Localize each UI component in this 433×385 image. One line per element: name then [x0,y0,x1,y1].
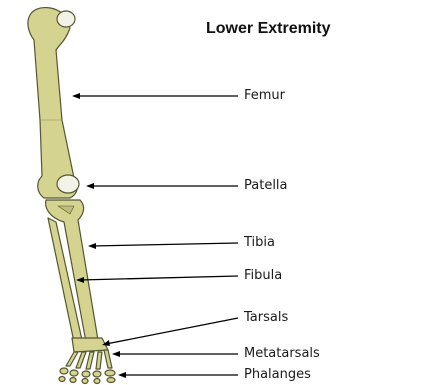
femur-bone [28,8,78,198]
label-tibia: Tibia [244,235,275,251]
tibia-leader-line [92,243,238,246]
label-phalanges: Phalanges [244,367,311,383]
label-fibula: Fibula [244,268,282,284]
fibula-leader-line [80,276,238,280]
label-metatarsals: Metatarsals [244,346,320,362]
femur-head [57,11,75,27]
label-tarsals: Tarsals [244,310,288,326]
diagram-title: Lower Extremity [206,20,330,38]
metatarsals-bones [66,350,112,369]
label-patella: Patella [244,178,288,194]
phalanges-bones [59,368,115,384]
patella-bone [57,175,79,193]
label-femur: Femur [244,88,285,104]
tarsals-leader-line [106,318,238,344]
